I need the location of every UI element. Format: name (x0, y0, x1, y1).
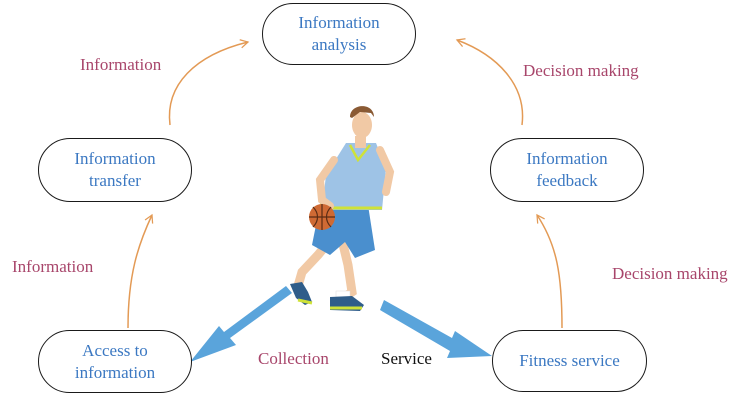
node-fitness-service: Fitness service (492, 330, 647, 392)
arrow-fitness-to-feedback (536, 213, 563, 329)
arrow-feedback-to-analysis (455, 38, 524, 126)
arrow-transfer-to-analysis (168, 39, 250, 126)
arrow-collection (190, 286, 292, 362)
node-information-analysis: Information analysis (262, 3, 416, 65)
label-access-to-transfer: Information (12, 257, 94, 276)
node-information-transfer: Information transfer (38, 138, 192, 202)
node-information-feedback: Information feedback (490, 138, 644, 202)
basketball-player-illustration (290, 106, 395, 311)
label-feedback-to-analysis: Decision making (523, 61, 639, 80)
arrow-service (380, 300, 492, 358)
node-access-to-information: Access to information (38, 330, 192, 393)
label-transfer-to-analysis: Information (80, 55, 162, 74)
label-collection: Collection (258, 349, 329, 368)
arrow-access-to-transfer (127, 213, 154, 329)
label-fitness-to-feedback: Decision making (612, 264, 728, 283)
label-service: Service (381, 349, 432, 368)
